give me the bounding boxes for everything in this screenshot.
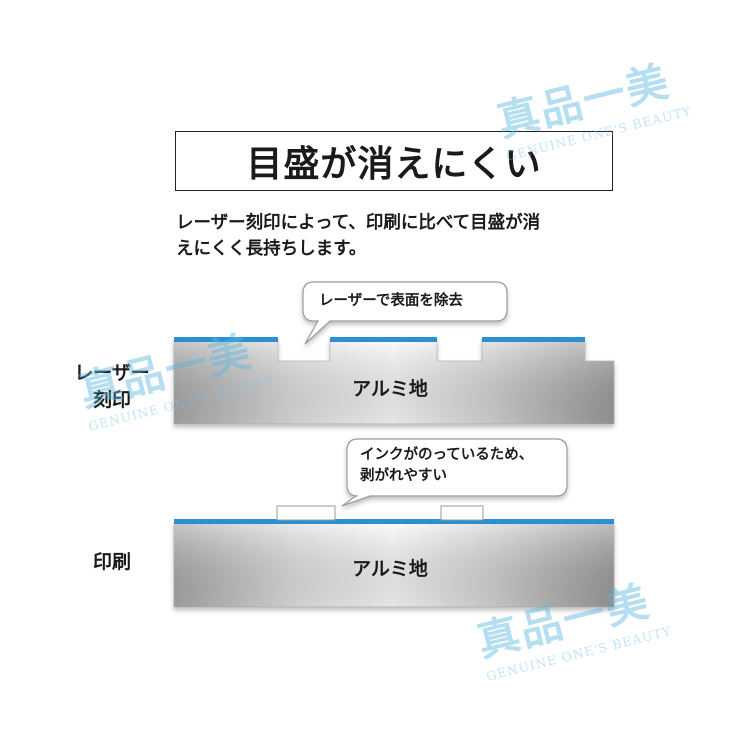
- ink-layer-right: [440, 505, 484, 521]
- title-box: 目盛が消えにくい: [175, 131, 613, 191]
- print-callout-bubble: [341, 438, 568, 507]
- print-label: 印刷: [92, 551, 131, 573]
- print-coating-layer: [174, 519, 614, 524]
- print-callout-text: インクがのっているため、 剥がれやすい: [360, 445, 533, 487]
- laser-callout-text: レーザーで表面を除去: [319, 293, 463, 309]
- print-block: [173, 505, 615, 608]
- description: レーザー刻印によって、印刷に比べて目盛が消 えにくく長持ちします。: [176, 210, 626, 262]
- print-callout-line-2: 剥がれやすい: [360, 468, 447, 484]
- laser-side-label: レーザー 刻印: [62, 360, 162, 414]
- description-line-1: レーザー刻印によって、印刷に比べて目盛が消: [176, 213, 541, 233]
- print-callout-line-1: インクがのっているため、: [360, 447, 534, 463]
- page-title: 目盛が消えにくい: [246, 144, 542, 185]
- laser-block-label: アルミ地: [352, 378, 428, 400]
- ink-layer-left: [276, 505, 336, 521]
- laser-callout-bubble: [302, 281, 508, 345]
- laser-label-line-2: 刻印: [92, 389, 131, 411]
- print-block-label: アルミ地: [352, 558, 428, 580]
- laser-label-line-1: レーザー: [74, 362, 150, 384]
- description-line-2: えにくく長持ちします。: [176, 239, 367, 259]
- laser-engraved-block: [173, 337, 615, 425]
- laser-coating-layer: [174, 337, 585, 342]
- print-side-label: 印刷: [62, 549, 162, 576]
